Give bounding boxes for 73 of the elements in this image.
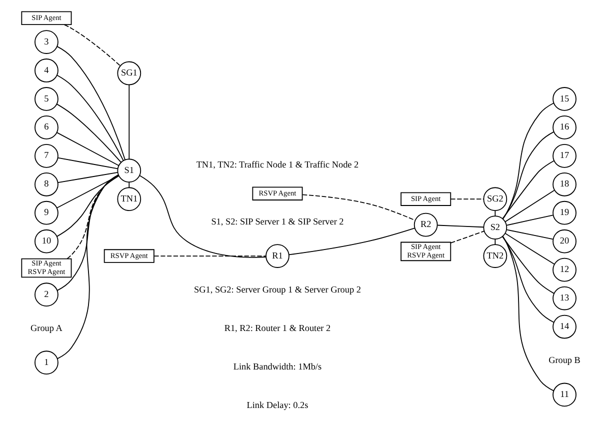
node-circle: 15 <box>552 87 576 111</box>
connector <box>494 210 496 216</box>
node-circle: 8 <box>34 172 58 196</box>
node-circle: 14 <box>552 314 576 339</box>
node-circle: S2 <box>483 216 508 240</box>
node-circle: 2 <box>34 282 58 307</box>
node-circle: 16 <box>552 116 576 140</box>
connector <box>58 172 118 184</box>
connector <box>504 190 555 222</box>
connector <box>128 84 130 160</box>
connector <box>288 228 415 256</box>
connector <box>502 102 554 220</box>
connector <box>56 74 124 162</box>
label: TN1, TN2: Traffic Node 1 & Traffic Node 2 <box>196 159 359 170</box>
label: Link Bandwidth: 1Mb/s <box>233 361 322 372</box>
connector <box>506 214 554 226</box>
node-circle: S1 <box>117 158 142 183</box>
node-box: RSVP Agent <box>104 249 154 263</box>
node-circle: 19 <box>552 200 576 225</box>
connector <box>506 229 554 240</box>
connector <box>56 174 119 360</box>
label: Group B <box>548 355 580 366</box>
node-circle: 9 <box>34 200 58 225</box>
connector <box>56 132 120 166</box>
node-box: SIP Agent RSVP Agent <box>400 242 452 262</box>
label: SG1, SG2: Server Group 1 & Server Group 2 <box>194 284 361 294</box>
node-circle: 17 <box>552 144 576 168</box>
connector <box>128 182 130 188</box>
connector <box>502 236 554 323</box>
connector <box>450 230 485 244</box>
node-circle: 12 <box>552 258 576 282</box>
node-box: SIP Agent RSVP Agent <box>21 258 72 278</box>
node-circle: R2 <box>414 212 438 237</box>
node-box: SIP Agent <box>21 11 72 26</box>
node-circle: SG1 <box>117 61 142 86</box>
node-circle: 13 <box>552 286 576 310</box>
connector <box>56 46 126 160</box>
connector <box>139 175 266 258</box>
node-circle: 4 <box>34 58 58 82</box>
node-circle: 5 <box>34 87 58 111</box>
node-box: SIP Agent <box>400 192 452 206</box>
node-circle: 18 <box>552 172 576 196</box>
node-circle: 6 <box>34 116 58 140</box>
connector <box>502 236 554 392</box>
label: R1, R2: Router 1 & Router 2 <box>224 322 331 333</box>
connector <box>502 131 554 220</box>
node-circle: 10 <box>34 229 58 254</box>
node-box: RSVP Agent <box>252 186 303 200</box>
label: Link Delay: 0.2s <box>246 400 308 410</box>
node-circle: SG2 <box>483 187 508 212</box>
node-circle: 3 <box>34 30 58 54</box>
label: S1, S2: SIP Server 1 & SIP Server 2 <box>211 216 344 226</box>
node-circle: 20 <box>552 229 576 254</box>
connector <box>56 104 122 163</box>
connector <box>56 175 120 237</box>
connector <box>58 157 118 170</box>
connector <box>56 174 119 291</box>
connector <box>450 198 484 200</box>
connector <box>502 236 554 294</box>
node-circle: 7 <box>34 144 58 168</box>
node-circle: R1 <box>266 244 290 268</box>
node-circle: 11 <box>552 382 576 407</box>
node-circle: TN1 <box>117 187 142 212</box>
connector <box>502 160 554 220</box>
node-circle: 1 <box>34 350 58 375</box>
connector <box>504 233 555 265</box>
connector <box>437 224 484 228</box>
connector <box>302 194 416 221</box>
node-circle: TN2 <box>483 244 508 268</box>
connector <box>494 238 496 245</box>
label: Group A <box>30 322 62 333</box>
connector <box>66 174 119 260</box>
connector <box>64 24 121 66</box>
